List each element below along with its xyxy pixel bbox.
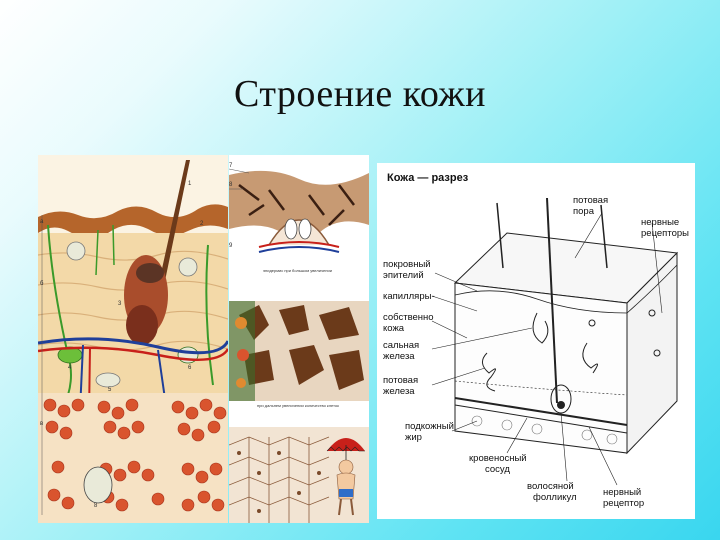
label-nerve-receptors-2: рецепторы — [641, 228, 689, 239]
label-nerve-receptor-1: нервный — [603, 487, 641, 498]
label-hair-follicle-1: волосяной — [527, 481, 574, 492]
label-sebaceous-gland-2: железа — [383, 351, 415, 362]
label-nerve-receptors-1: нервные — [641, 217, 679, 228]
label-sebaceous-gland-1: сальная — [383, 340, 419, 351]
slide-title: Строение кожи — [0, 72, 720, 116]
cell-pattern-tile — [229, 427, 369, 523]
label-subcutaneous-fat-2: жир — [405, 432, 422, 443]
label-dermis-1: собственно — [383, 312, 434, 323]
layer-mark-v: в — [40, 421, 43, 427]
skin-section-illustration: а б в 1 2 3 4 5 6 8 — [38, 155, 228, 523]
caption-2: при дальнем увеличении количество клеток — [257, 403, 339, 408]
pigment-cells-tile: при дальнем увеличении количество клеток — [229, 301, 369, 408]
label-sweat-gland-2: железа — [383, 386, 415, 397]
label-blood-vessel-2: сосуд — [485, 464, 510, 475]
microscope-illustrations: 7 8 9 эпидермис при большом увеличении п… — [229, 155, 369, 523]
epidermis-closeup: 7 8 9 эпидермис при большом увеличении — [229, 155, 369, 280]
label-nerve-receptor-2: рецептор — [603, 498, 644, 509]
label-epithelium-2: эпителий — [383, 270, 424, 281]
label-capillaries: капилляры- — [383, 291, 435, 302]
label-blood-vessel-1: кровеносный — [469, 453, 527, 464]
label-sweat-pore-1: потовая — [573, 195, 608, 206]
skin-block — [455, 233, 677, 453]
layer-mark-b: б — [40, 281, 44, 287]
label-subcutaneous-fat-1: подкожный — [405, 421, 454, 432]
label-sweat-gland-1: потовая — [383, 375, 418, 386]
skin-cross-section-diagram: Кожа — разрез — [377, 163, 695, 519]
label-hair-follicle-2: фолликул — [533, 492, 577, 503]
label-epithelium-1: покровный — [383, 259, 431, 270]
caption-1: эпидермис при большом увеличении — [263, 268, 332, 273]
diagram-title: Кожа — разрез — [387, 172, 469, 184]
label-sweat-pore-2: пора — [573, 206, 595, 217]
label-dermis-2: кожа — [383, 323, 405, 334]
